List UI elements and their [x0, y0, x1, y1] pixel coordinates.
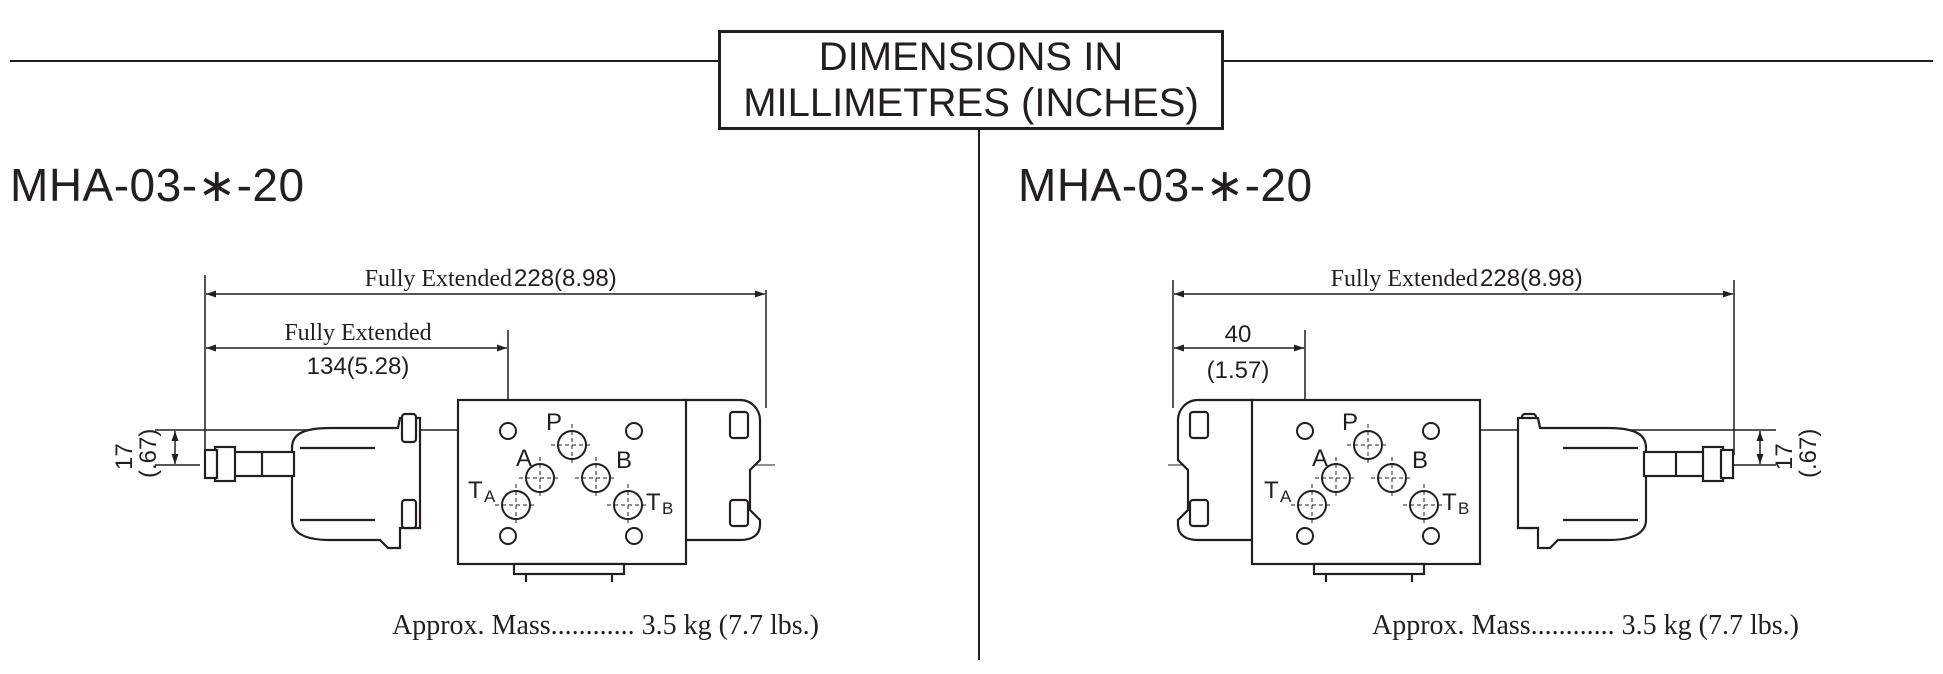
left-side-value-2: (.67) — [135, 429, 162, 478]
right-side-value-1: 17 — [1771, 443, 1798, 470]
left-port-b: B — [616, 447, 632, 474]
right-model-title: MHA-03-∗-20 — [1018, 159, 1313, 211]
right-port-a: A — [1312, 445, 1328, 472]
dimensions-header-box: DIMENSIONS IN MILLIMETRES (INCHES) — [718, 30, 1224, 130]
left-valve-drawing: Fully Extended 228(8.98) Fully Extended … — [111, 265, 775, 582]
right-mass-text: Approx. Mass............ 3.5 kg (7.7 lbs… — [1372, 610, 1799, 641]
left-port-ta-sub: A — [484, 487, 496, 506]
left-partial-label: Fully Extended — [284, 320, 431, 346]
right-side-value-2: (.67) — [1795, 429, 1822, 478]
left-overall-value: 228(8.98) — [514, 265, 617, 292]
right-overall-value: 228(8.98) — [1480, 265, 1583, 292]
header-line-1: DIMENSIONS IN — [818, 35, 1124, 79]
left-port-p: P — [546, 409, 562, 436]
left-side-value-1: 17 — [111, 443, 138, 470]
left-port-a: A — [516, 445, 532, 472]
right-port-tb-sub: B — [1458, 499, 1469, 518]
header-rule-right — [1224, 60, 1933, 62]
right-port-ta-sub: A — [1280, 487, 1292, 506]
right-port-tb: T — [1442, 489, 1457, 516]
header-line-2: MILLIMETRES (INCHES) — [743, 81, 1199, 125]
right-valve-body — [1176, 398, 1735, 582]
left-partial-value: 134(5.28) — [307, 353, 410, 380]
left-port-tb-sub: B — [662, 499, 673, 518]
center-divider — [978, 130, 980, 660]
left-port-ta: T — [468, 477, 483, 504]
left-overall-label: Fully Extended — [365, 266, 512, 292]
left-port-tb: T — [646, 489, 661, 516]
header-rule-left — [10, 60, 718, 62]
left-model-title: MHA-03-∗-20 — [10, 159, 305, 211]
left-mass-text: Approx. Mass............ 3.5 kg (7.7 lbs… — [392, 610, 819, 641]
right-partial-value-2: (1.57) — [1207, 357, 1270, 384]
right-overall-label: Fully Extended — [1331, 266, 1478, 292]
right-port-b: B — [1412, 447, 1428, 474]
right-port-ta: T — [1264, 477, 1279, 504]
right-partial-value-1: 40 — [1225, 321, 1252, 348]
right-valve-drawing: Fully Extended 228(8.98) 40 (1.57) 17 (.… — [1168, 265, 1822, 582]
right-port-p: P — [1342, 409, 1358, 436]
